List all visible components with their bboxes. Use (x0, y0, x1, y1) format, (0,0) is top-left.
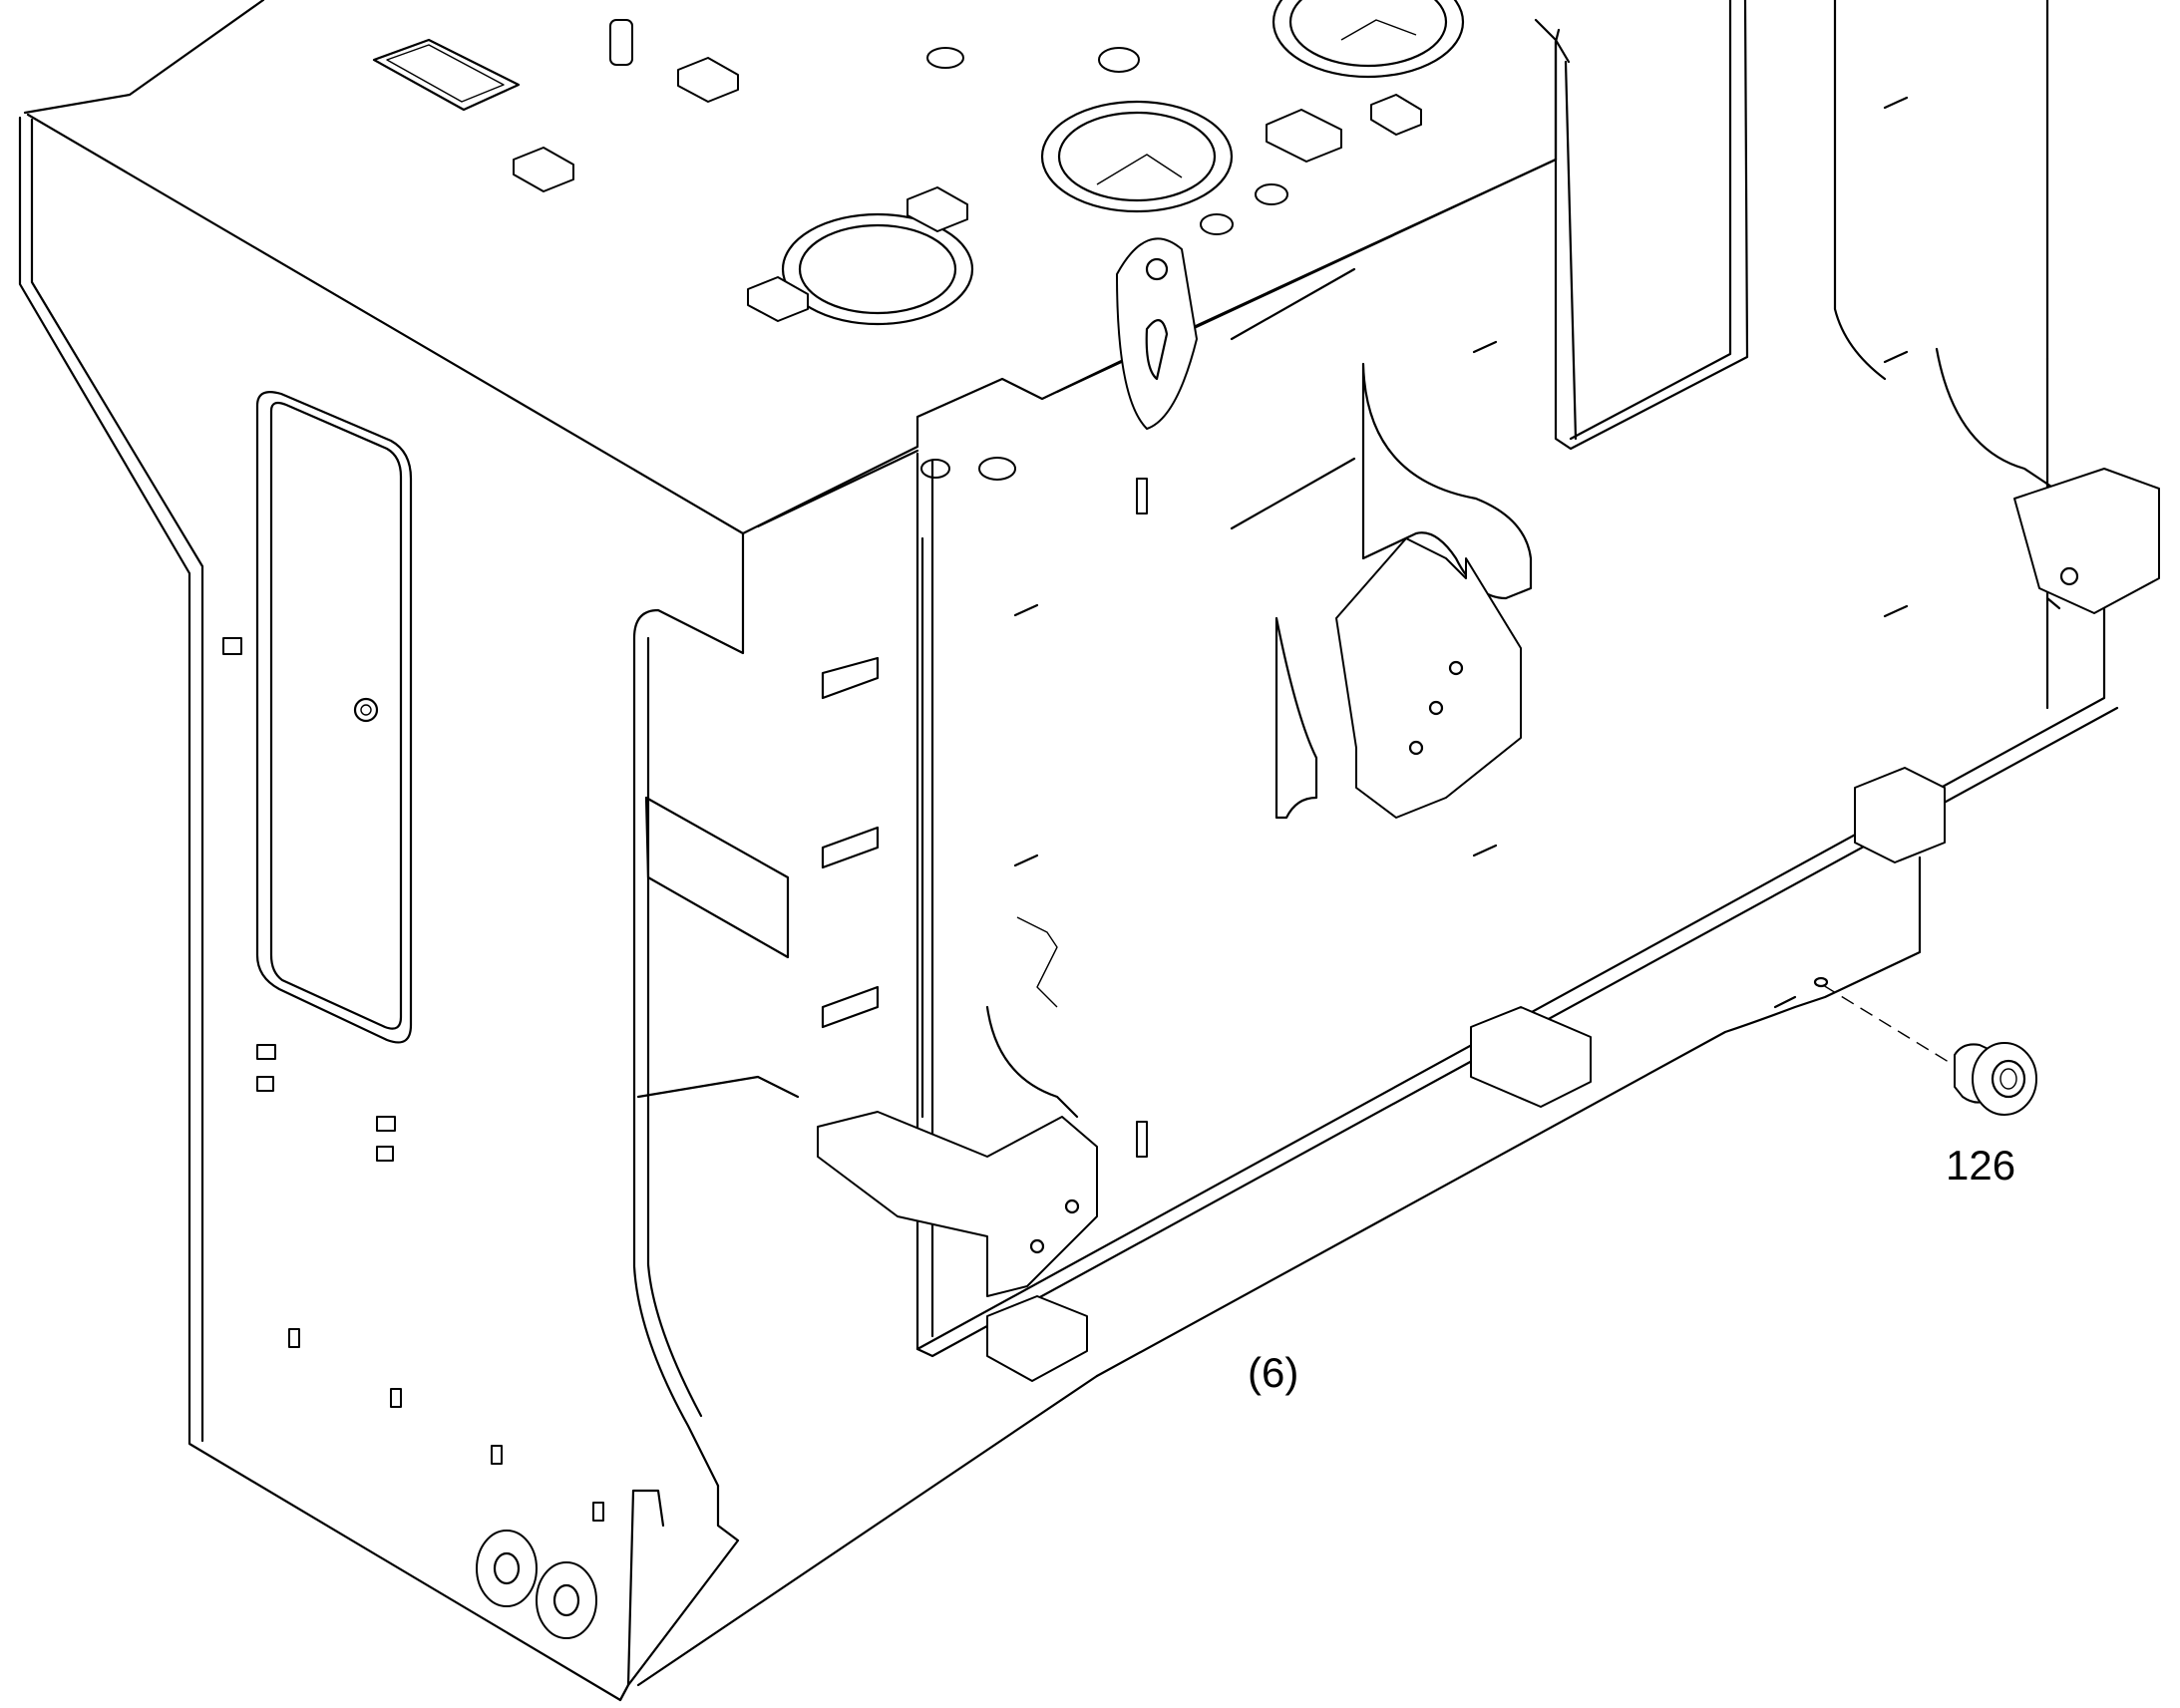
bottom-flanges (476, 1530, 597, 1639)
left-side-panel (18, 0, 745, 1702)
fastener-leader (1813, 976, 1958, 1068)
underside-blocks (986, 767, 1946, 1382)
far-right-bracket (1935, 347, 2160, 614)
lifting-eye (1116, 237, 1198, 430)
rear-recess (1534, 0, 2049, 451)
bottom-front-bracket (817, 1005, 1098, 1297)
inner-channel (636, 536, 1058, 1119)
deck-pads (513, 19, 1422, 481)
right-saddle-bracket (1274, 362, 1533, 820)
top-deck-openings (372, 0, 1465, 326)
left-panel-tabs (222, 637, 604, 1522)
part-126-bushing (1954, 1042, 2037, 1116)
callout-part-126: 126 (1946, 1142, 2016, 1189)
left-access-cutout (255, 391, 413, 1044)
front-panel-slots (1013, 96, 1909, 1158)
callout-assembly-6: (6) (1248, 1349, 1299, 1396)
bottom-outline (626, 995, 1797, 1687)
